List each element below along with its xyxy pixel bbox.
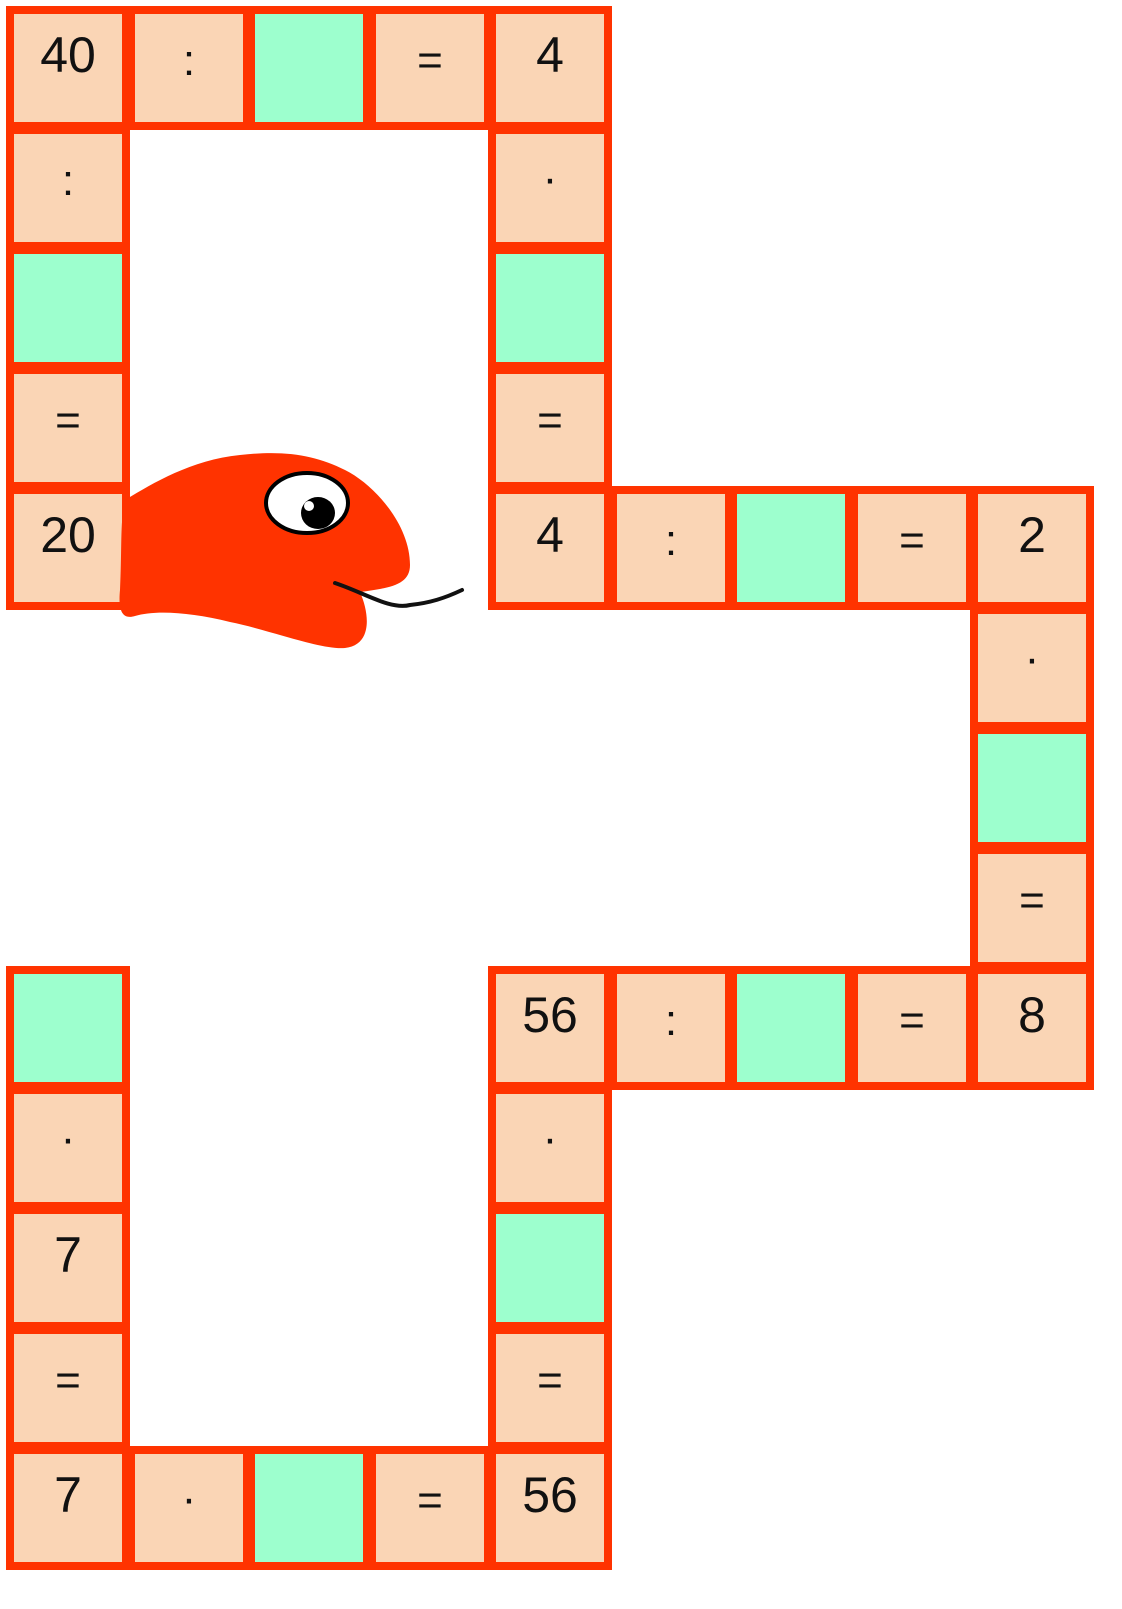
board-cell: 56 bbox=[488, 1446, 612, 1570]
board-cell: : bbox=[609, 966, 733, 1090]
answer-box[interactable] bbox=[970, 726, 1094, 850]
board-cell: 2 bbox=[970, 486, 1094, 610]
answer-box[interactable] bbox=[247, 1446, 371, 1570]
board-cell: · bbox=[488, 1086, 612, 1210]
board-cell: = bbox=[6, 1326, 130, 1450]
board-cell: · bbox=[488, 126, 612, 250]
answer-box[interactable] bbox=[729, 486, 853, 610]
board-cell: = bbox=[970, 846, 1094, 970]
answer-box[interactable] bbox=[488, 1206, 612, 1330]
snake-head-icon bbox=[110, 440, 480, 670]
board-cell: 56 bbox=[488, 966, 612, 1090]
board-cell: 7 bbox=[6, 1446, 130, 1570]
board-cell: · bbox=[127, 1446, 251, 1570]
answer-box[interactable] bbox=[6, 246, 130, 370]
board-cell: : bbox=[6, 126, 130, 250]
board-cell: = bbox=[368, 1446, 492, 1570]
board-cell: 4 bbox=[488, 486, 612, 610]
answer-box[interactable] bbox=[6, 966, 130, 1090]
board-cell: · bbox=[6, 1086, 130, 1210]
board-cell: 40 bbox=[6, 6, 130, 130]
board-cell: 8 bbox=[970, 966, 1094, 1090]
snake-pupil bbox=[301, 497, 335, 529]
board-cell: = bbox=[368, 6, 492, 130]
board-cell: 4 bbox=[488, 6, 612, 130]
snake-head-shape bbox=[120, 453, 410, 648]
board-cell: = bbox=[850, 966, 974, 1090]
answer-box[interactable] bbox=[488, 246, 612, 370]
board-cell: = bbox=[488, 366, 612, 490]
board-cell: 7 bbox=[6, 1206, 130, 1330]
snake-pupil-highlight bbox=[304, 501, 314, 511]
answer-box[interactable] bbox=[247, 6, 371, 130]
board-cell: · bbox=[970, 606, 1094, 730]
board-cell: : bbox=[127, 6, 251, 130]
board-cell: = bbox=[850, 486, 974, 610]
answer-box[interactable] bbox=[729, 966, 853, 1090]
board-cell: : bbox=[609, 486, 733, 610]
board-cell: = bbox=[488, 1326, 612, 1450]
